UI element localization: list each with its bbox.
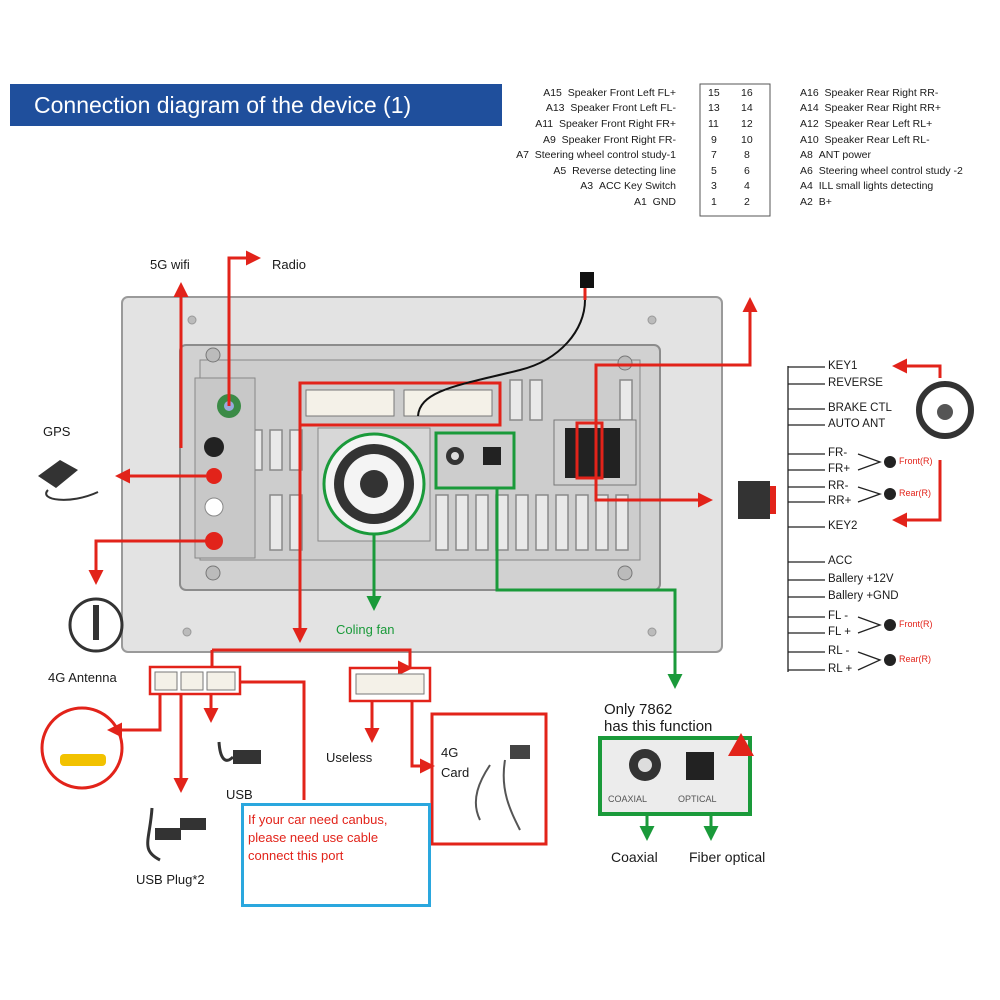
label-useless: Useless (326, 750, 373, 765)
pin-number: 11 (708, 118, 719, 130)
harness-label: RL + (828, 663, 853, 675)
speaker-dots (884, 456, 896, 666)
harness-label: AUTO ANT (828, 418, 886, 430)
harness-plug-icon (738, 481, 776, 519)
steering-wheel-icon (916, 381, 974, 439)
pin-number: 7 (711, 149, 717, 161)
gps-icon (38, 460, 99, 501)
usb-plug-icon (146, 807, 206, 862)
pin-label: A10 Speaker Rear Left RL- (800, 134, 930, 146)
pin-label: A9 Speaker Front Right FR- (542, 134, 676, 146)
label-radio: Radio (272, 257, 306, 272)
pin-number: 4 (744, 180, 750, 192)
label-usb: USB (226, 787, 253, 802)
arrow-up-right (594, 297, 758, 425)
harness-label: KEY1 (828, 360, 858, 372)
label-cooling-fan: Coling fan (336, 622, 395, 637)
label-usb-plug: USB Plug*2 (136, 872, 205, 887)
pin-number: 12 (741, 118, 753, 130)
label-fiber-optical: Fiber optical (689, 849, 766, 865)
canbus-note-line1: If your car need canbus, (248, 812, 388, 827)
canbus-line (240, 680, 306, 800)
label-4g-antenna: 4G Antenna (48, 670, 117, 685)
pin-label: A15 Speaker Front Left FL+ (543, 87, 676, 99)
arrow-to-7862 (495, 488, 683, 689)
panel-label-optical: OPTICAL (678, 794, 717, 804)
label-4g-card-line2: Card (441, 765, 470, 780)
label-only-7862-line2: has this function (604, 718, 713, 735)
harness-label: RL - (828, 645, 850, 657)
speaker-rear-label: Rear(R) (899, 488, 932, 498)
pin-number: 3 (711, 180, 717, 192)
pin-label: A6 Steering wheel control study -2 (800, 165, 963, 177)
pin-connector (699, 83, 771, 217)
harness-lines (787, 366, 883, 672)
canbus-note-line3: connect this port (248, 848, 344, 863)
harness-label: FL + (828, 626, 851, 638)
panel-label-coaxial: COAXIAL (608, 794, 648, 804)
arrow-to-4g-antenna (88, 539, 206, 585)
pin-number: 6 (744, 165, 750, 177)
camera-circle (40, 706, 124, 790)
title-bar: Connection diagram of the device (1) (10, 84, 502, 126)
harness-label: ACC (828, 555, 853, 567)
pin-number: 16 (741, 87, 753, 99)
harness-label: FR+ (828, 463, 851, 475)
pin-label: A16 Speaker Rear Right RR- (800, 87, 939, 99)
label-gps: GPS (43, 424, 71, 439)
speaker-rear-label: Rear(R) (899, 654, 932, 664)
label-4g-card-line1: 4G (441, 745, 459, 760)
pin-label: A3 ACC Key Switch (580, 180, 676, 192)
label-wifi: 5G wifi (150, 257, 190, 272)
pin-label: A5 Reverse detecting line (553, 165, 676, 177)
speaker-front-label: Front(R) (899, 456, 933, 466)
pin-number: 1 (711, 196, 717, 208)
antenna-icon (68, 597, 124, 653)
pin-label: A13 Speaker Front Left FL- (545, 102, 676, 114)
4g-card-icon (474, 745, 530, 831)
head-unit (121, 272, 723, 653)
speaker-front-label: Front(R) (899, 619, 933, 629)
harness-label: Ballery +GND (828, 590, 899, 602)
canbus-note: If your car need canbus, please need use… (241, 803, 431, 907)
pin-label: A11 Speaker Front Right FR+ (535, 118, 676, 130)
label-only-7862-line1: Only 7862 (604, 701, 673, 718)
pin-number: 5 (711, 165, 717, 177)
harness-label: FR- (828, 447, 848, 459)
arrow-to-radio (227, 250, 261, 406)
pin-number: 8 (744, 149, 750, 161)
canbus-note-line2: please need use cable (248, 830, 379, 845)
arrow-to-4g-card (410, 701, 435, 774)
pin-label: A1 GND (633, 196, 676, 208)
pin-number: 15 (708, 87, 720, 99)
harness-label: RR- (828, 480, 849, 492)
arrow-to-camera (107, 694, 162, 738)
pin-number: 2 (744, 196, 750, 208)
connector-boxes (148, 665, 754, 846)
pin-label: A7 Steering wheel control study-1 (516, 149, 676, 161)
arrow-to-harness (594, 425, 713, 508)
harness-label: REVERSE (828, 377, 883, 389)
usb-icon (217, 741, 261, 764)
harness-label: Ballery +12V (828, 573, 894, 585)
pin-number: 14 (741, 102, 753, 114)
pin-number: 13 (708, 102, 720, 114)
pin-label: A4 ILL small lights detecting (800, 180, 934, 192)
pin-number: 10 (741, 134, 753, 146)
harness-label: RR+ (828, 495, 852, 507)
harness-label: FL - (828, 610, 849, 622)
harness-label: KEY2 (828, 520, 858, 532)
page-title: Connection diagram of the device (1) (34, 92, 412, 118)
pin-label: A12 Speaker Rear Left RL+ (800, 118, 933, 130)
label-coaxial: Coaxial (611, 849, 658, 865)
harness-label: BRAKE CTL (828, 402, 892, 414)
pin-label: A14 Speaker Rear Right RR+ (800, 102, 941, 114)
pin-label: A8 ANT power (800, 149, 872, 161)
pin-label: A2 B+ (800, 196, 832, 208)
pin-number: 9 (711, 134, 717, 146)
